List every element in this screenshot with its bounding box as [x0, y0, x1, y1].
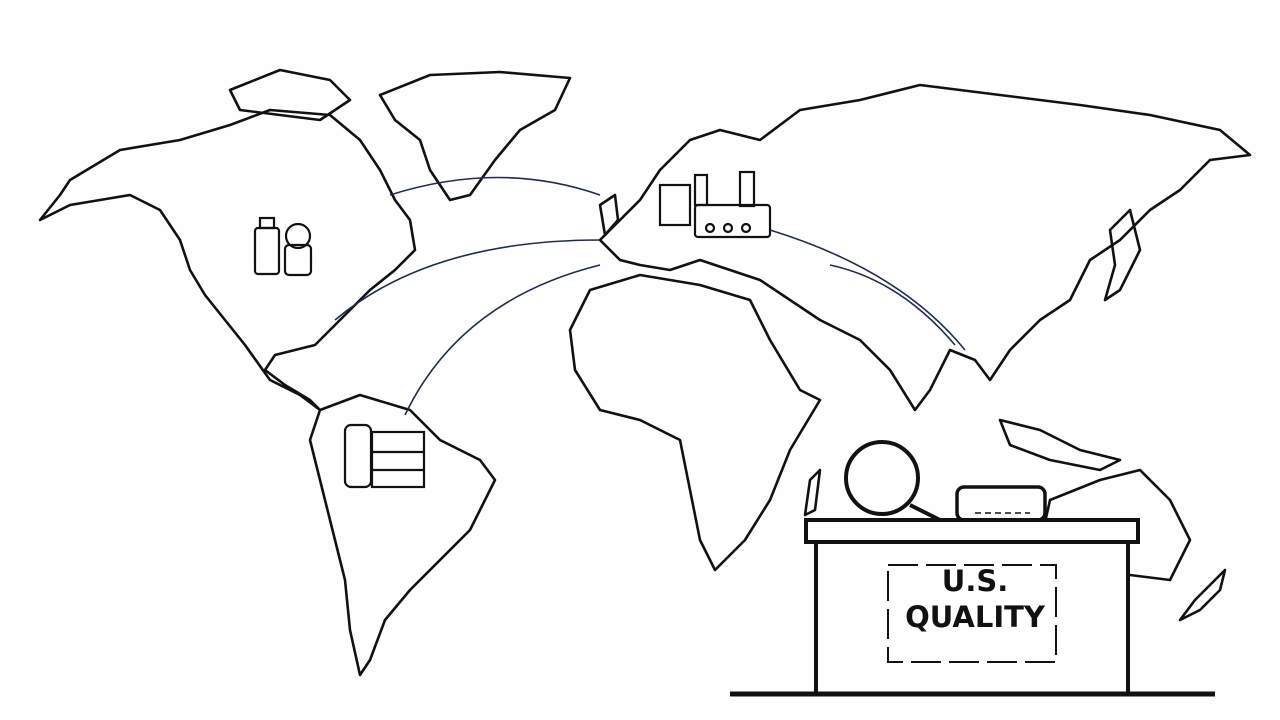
route-canada-europe: [389, 176, 601, 196]
route-india-europe: [829, 264, 956, 346]
eurasia: [598, 83, 1252, 412]
greenland: [378, 70, 572, 202]
arctic-islands: [228, 68, 352, 122]
laptop-icon: [955, 485, 1047, 522]
magnifying-glass-icon: [844, 440, 941, 522]
route-usa-europe: [334, 239, 601, 321]
new-zealand: [1178, 568, 1227, 622]
southeast-asia: [998, 418, 1122, 472]
uk: [598, 193, 620, 237]
factory-icon: [658, 170, 772, 239]
desk-sign-line2: QUALITY: [905, 600, 1045, 634]
desk-sign-line1: U.S.: [941, 564, 1009, 598]
pharmacy-shelf-icon: [343, 423, 426, 489]
south-america: [308, 393, 497, 677]
route-brazil-europe: [404, 264, 601, 416]
inspection-desk: [730, 518, 1215, 697]
desk-sign: U.S. QUALITY: [900, 563, 1050, 635]
japan: [1103, 208, 1142, 302]
north-america: [38, 108, 417, 412]
madagascar: [803, 468, 822, 517]
supplement-bottles-icon: [253, 216, 313, 277]
route-europe-india: [769, 229, 966, 351]
africa: [568, 273, 822, 572]
